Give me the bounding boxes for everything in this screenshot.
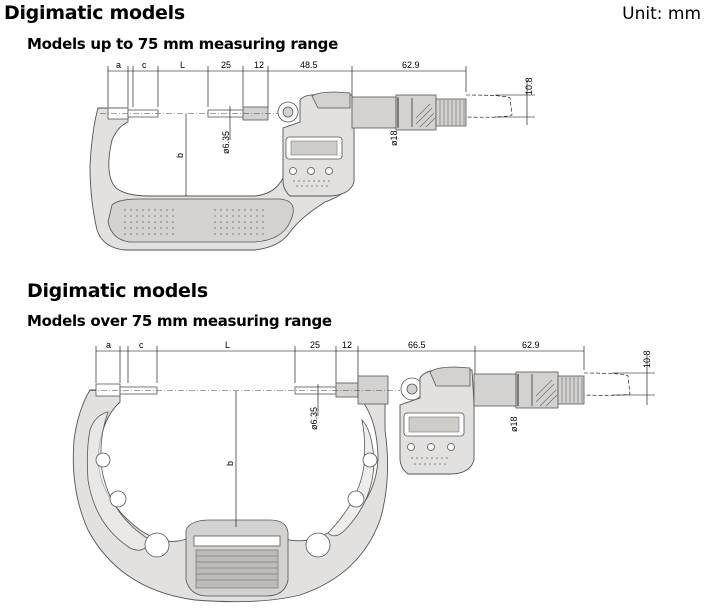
frame-hole-1 <box>95 452 111 468</box>
grip-dots <box>124 209 264 235</box>
dim2-10-8: 10.8 <box>642 350 652 368</box>
dim-phi18: ø18 <box>389 130 399 146</box>
frame-hole-4 <box>305 532 331 558</box>
frame-hole-5 <box>347 490 365 508</box>
dim2-phi18: ø18 <box>509 416 519 432</box>
button-hold[interactable] <box>307 167 315 175</box>
dim2-62-9: 62.9 <box>522 340 540 350</box>
micrometer-drawing-small: a c L 25 12 48.5 62.9 10.8 <box>89 60 535 251</box>
dim2-L: L <box>225 340 230 350</box>
dim-phi6-35: ø6.35 <box>221 131 231 154</box>
ratchet-knurl-2 <box>561 377 583 403</box>
spindle-lock-inner-2 <box>406 383 418 395</box>
housing-dots-2 <box>411 457 448 465</box>
button-hold-2[interactable] <box>427 443 435 451</box>
thimble-2[interactable] <box>515 371 559 409</box>
dim2-c: c <box>139 340 144 350</box>
dim-25: 25 <box>221 60 231 70</box>
button-zero[interactable] <box>289 167 297 175</box>
grip-mesh-pattern <box>196 555 278 581</box>
dimension-lines-top <box>107 66 467 107</box>
section2-title: Digimatic models <box>27 280 208 302</box>
ratchet-stop[interactable] <box>435 98 467 127</box>
unit-label: Unit: mm <box>622 4 701 24</box>
dim2-a: a <box>106 340 111 350</box>
anvil-base-2 <box>95 383 121 397</box>
ratchet-knurl <box>439 100 465 125</box>
dim2-25: 25 <box>310 340 320 350</box>
dim-L: L <box>180 60 185 70</box>
dim2-b: b <box>225 461 235 466</box>
dim-48-5: 48.5 <box>300 60 318 70</box>
grip-mesh <box>195 549 279 589</box>
dim2-phi6-35: ø6.35 <box>309 407 319 430</box>
display-head-top <box>311 91 351 109</box>
lcd-screen-2 <box>408 416 460 433</box>
dim2-12: 12 <box>342 340 352 350</box>
ratchet-stop-2[interactable] <box>557 375 585 405</box>
button-origin-2[interactable] <box>447 443 455 451</box>
section1-subtitle: Models up to 75 mm measuring range <box>27 35 338 53</box>
thimble[interactable] <box>395 94 437 131</box>
lcd-screen <box>290 140 338 156</box>
frame-hole-2 <box>109 490 127 508</box>
sleeve-2 <box>473 373 517 407</box>
button-origin[interactable] <box>325 167 333 175</box>
dim-b: b <box>175 153 185 158</box>
spindle-sleeve-2 <box>335 382 359 398</box>
frame-hole-6 <box>362 452 378 468</box>
sleeve <box>351 96 397 129</box>
dim-c: c <box>142 60 147 70</box>
dim-62-9: 62.9 <box>402 60 420 70</box>
thimble-knurl <box>415 103 436 128</box>
dim2-66-5: 66.5 <box>408 340 426 350</box>
section1-title: Digimatic models <box>4 2 185 24</box>
thimble-knurl-2 <box>535 379 558 407</box>
display-head-top-2 <box>429 366 471 387</box>
grip-label-plate <box>193 535 281 547</box>
section2-subtitle: Models over 75 mm measuring range <box>27 312 332 330</box>
frame-hole-3 <box>144 532 170 558</box>
dim-12: 12 <box>254 60 264 70</box>
housing-dots <box>293 180 330 187</box>
button-zero-2[interactable] <box>407 443 415 451</box>
dim-10-8: 10.8 <box>524 77 534 95</box>
spindle-lock-inner <box>282 106 294 118</box>
dim-a: a <box>116 60 121 70</box>
frame-head-2 <box>357 375 389 405</box>
